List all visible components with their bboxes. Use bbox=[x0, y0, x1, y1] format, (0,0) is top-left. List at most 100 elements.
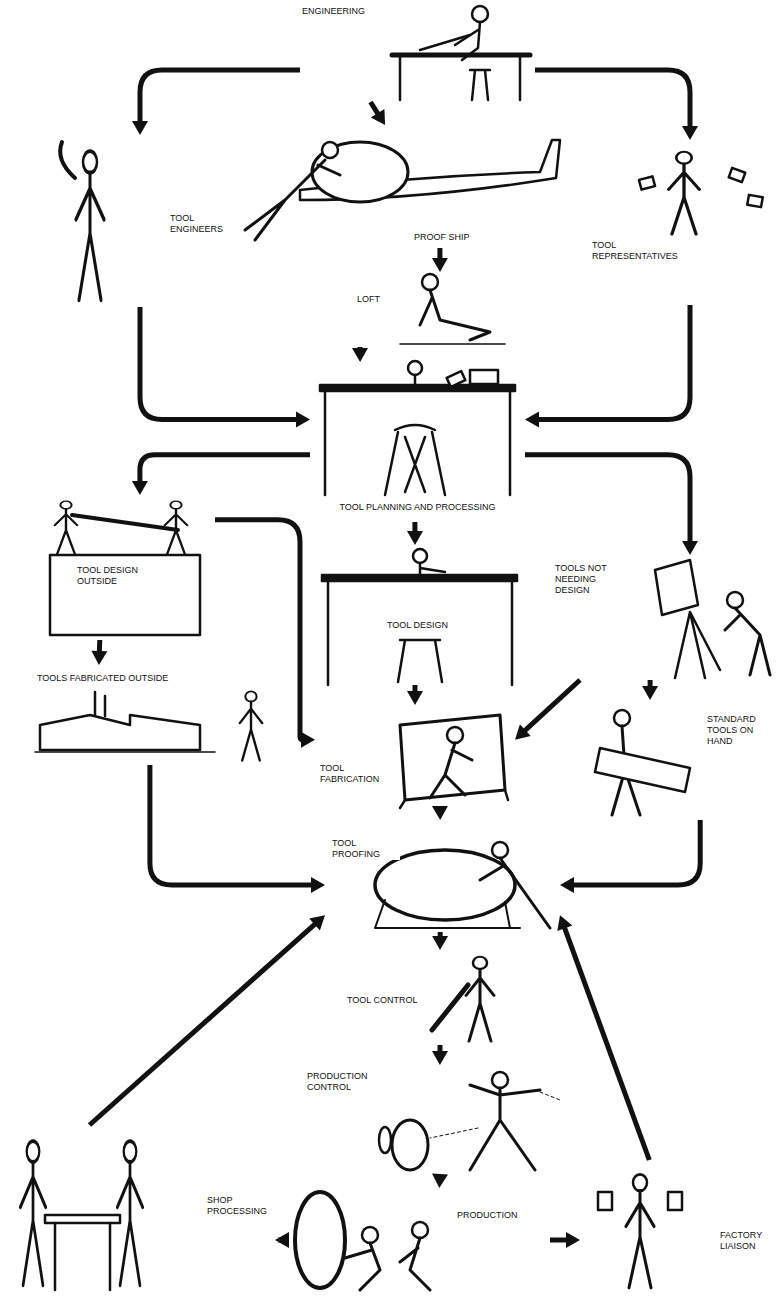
liaison-figure bbox=[598, 1174, 682, 1287]
production-control-figure bbox=[379, 1072, 560, 1170]
engineer-at-desk-part bbox=[420, 35, 470, 50]
stage-label: PRODUCTION CONTROL bbox=[305, 1071, 395, 1093]
arrow-head bbox=[642, 686, 658, 700]
outside-factory-part bbox=[95, 692, 105, 716]
easel-figure-part bbox=[655, 560, 698, 615]
flow-arrow bbox=[150, 765, 325, 893]
liaison-figure-part bbox=[668, 1192, 682, 1210]
flow-arrow bbox=[91, 640, 107, 665]
production-figures-part bbox=[345, 1243, 380, 1290]
flow-arrow bbox=[550, 1232, 580, 1248]
planning-table-part bbox=[320, 385, 515, 391]
arrow-head bbox=[682, 126, 698, 140]
flow-arrow bbox=[90, 915, 326, 1125]
arrow-head bbox=[132, 121, 148, 135]
planning-table-part bbox=[414, 375, 417, 385]
flow-arrow bbox=[525, 305, 690, 428]
tool-representative-figure bbox=[639, 152, 763, 235]
shop-figures-part bbox=[55, 1223, 110, 1290]
arrow-head bbox=[407, 531, 423, 545]
stage-label: LOFT bbox=[355, 294, 382, 305]
planning-table-part bbox=[385, 425, 445, 495]
liaison-figure-part bbox=[626, 1174, 654, 1287]
arrow-head bbox=[432, 806, 448, 820]
stage-label: TOOL REPRESENTATIVES bbox=[590, 240, 690, 262]
engineer-at-desk-part bbox=[470, 70, 490, 100]
fabrication-jig-part bbox=[430, 743, 472, 798]
liaison-figure-part bbox=[598, 1192, 612, 1210]
stage-node: TOOL PROOFING bbox=[325, 820, 560, 932]
flow-arrow bbox=[525, 455, 698, 555]
planning-table-part bbox=[408, 361, 422, 375]
stage-node: PRODUCTION CONTROL bbox=[300, 1065, 565, 1175]
design-outside-figures-part bbox=[50, 555, 200, 635]
flow-arrow bbox=[132, 70, 300, 135]
stage-label: STANDARD TOOLS ON HAND bbox=[705, 714, 775, 747]
loft-figure-part bbox=[422, 274, 438, 290]
arrow-head bbox=[432, 936, 448, 950]
flow-arrow bbox=[432, 1174, 448, 1188]
tool-engineer-figure bbox=[60, 142, 104, 300]
flow-line bbox=[140, 70, 300, 125]
design-table-part bbox=[328, 581, 512, 685]
flow-arrow bbox=[407, 685, 423, 705]
flow-arrow bbox=[432, 806, 448, 820]
production-figures-part bbox=[295, 1192, 345, 1288]
stage-node: TOOL DESIGN bbox=[315, 545, 520, 685]
planning-table-part bbox=[447, 371, 466, 387]
production-control-figure-part bbox=[379, 1127, 391, 1153]
arrow-head bbox=[515, 724, 531, 739]
tool-control-figure-part bbox=[432, 985, 468, 1030]
flow-line bbox=[525, 455, 690, 545]
stage-node: TOOL PLANNING AND PROCESSING bbox=[310, 362, 525, 522]
stage-node: TOOLS FABRICATED OUTSIDE bbox=[30, 665, 285, 765]
arrow-head bbox=[557, 915, 572, 931]
fabrication-jig-part bbox=[447, 727, 463, 743]
arrow-head bbox=[682, 541, 698, 555]
tool-box-carrier-part bbox=[614, 710, 630, 726]
stage-label: TOOL PROOFING bbox=[330, 838, 400, 860]
tool-representative-figure-part bbox=[639, 176, 655, 189]
flow-arrow bbox=[535, 70, 698, 140]
flow-arrow bbox=[432, 1045, 448, 1065]
arrow-head bbox=[407, 691, 423, 705]
flow-line bbox=[535, 70, 690, 130]
stage-node: STANDARD TOOLS ON HAND bbox=[590, 700, 780, 820]
design-table bbox=[322, 549, 517, 685]
engineer-at-desk-part bbox=[472, 6, 488, 22]
stage-node: LOFT bbox=[350, 272, 510, 347]
stage-node: SHOP PROCESSING bbox=[10, 1125, 275, 1290]
outside-factory-part bbox=[240, 691, 262, 760]
production-figures-part bbox=[412, 1222, 428, 1238]
stage-node: TOOL ENGINEERS bbox=[40, 135, 240, 307]
design-table-part bbox=[420, 563, 445, 575]
stage-node: TOOL REPRESENTATIVES bbox=[585, 140, 777, 305]
proofing-ring-part bbox=[375, 900, 520, 928]
design-table-part bbox=[398, 640, 442, 682]
stage-node: TOOL CONTROL bbox=[345, 950, 545, 1045]
stage-label: TOOL DESIGN bbox=[385, 620, 450, 631]
arrow-head bbox=[432, 258, 448, 272]
shop-figures bbox=[20, 1141, 142, 1290]
planning-table-part bbox=[325, 391, 510, 495]
stage-node: TOOL FABRICATION bbox=[315, 705, 515, 810]
flow-arrow bbox=[140, 307, 310, 428]
flow-line bbox=[522, 680, 580, 733]
flow-arrow bbox=[275, 1232, 289, 1248]
stage-label: TOOL CONTROL bbox=[345, 995, 420, 1006]
proofing-ring bbox=[375, 842, 550, 928]
production-control-figure-part bbox=[492, 1072, 508, 1088]
flow-line bbox=[150, 765, 315, 885]
design-outside-figures bbox=[50, 501, 200, 635]
design-outside-figures-part bbox=[55, 501, 77, 554]
production-figures-part bbox=[362, 1227, 378, 1243]
stage-node: TOOLS NOT NEEDING DESIGN bbox=[548, 555, 780, 680]
easel-figure bbox=[655, 560, 770, 678]
tool-representative-figure-part bbox=[729, 168, 746, 182]
planning-table-part bbox=[470, 370, 498, 384]
tool-representative-figure-part bbox=[747, 195, 763, 207]
flow-arrow bbox=[371, 102, 386, 125]
